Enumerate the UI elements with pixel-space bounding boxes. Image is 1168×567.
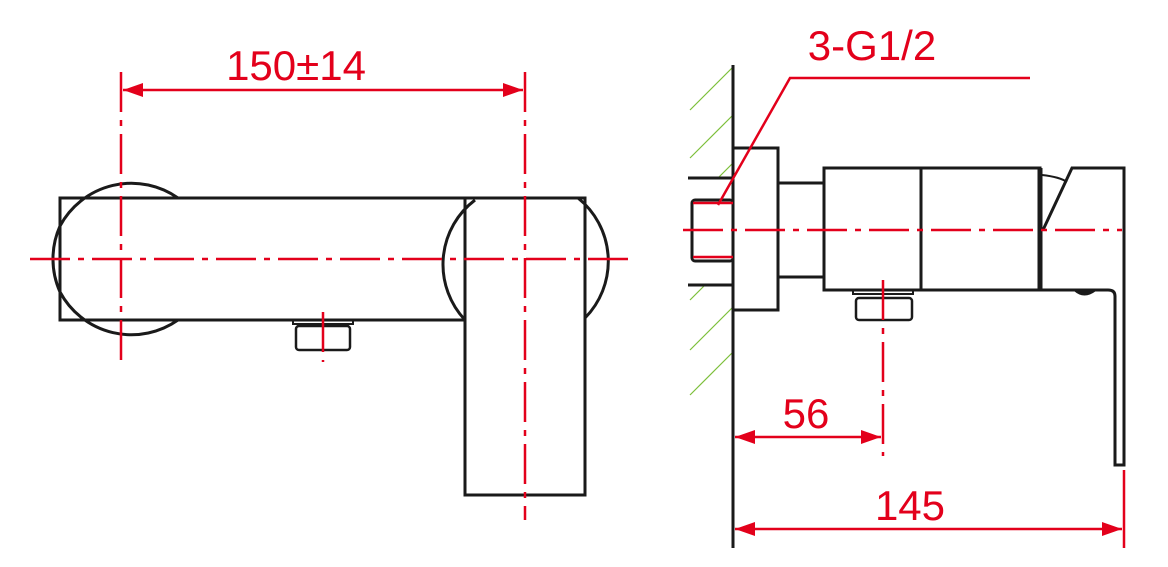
thread-label: 3-G1/2 [808, 22, 936, 69]
width-dimension-label: 150±14 [226, 42, 366, 89]
outlet-offset-label: 56 [783, 390, 830, 437]
wall-hatch [689, 67, 733, 396]
side-handle [1040, 166, 1126, 467]
side-view: 3-G1/2 56 145 [683, 22, 1126, 548]
front-view: 150±14 [30, 42, 628, 520]
thread-leader-line [716, 76, 1030, 206]
right-escutcheon [441, 196, 610, 322]
depth-dimension-label: 145 [875, 482, 945, 529]
